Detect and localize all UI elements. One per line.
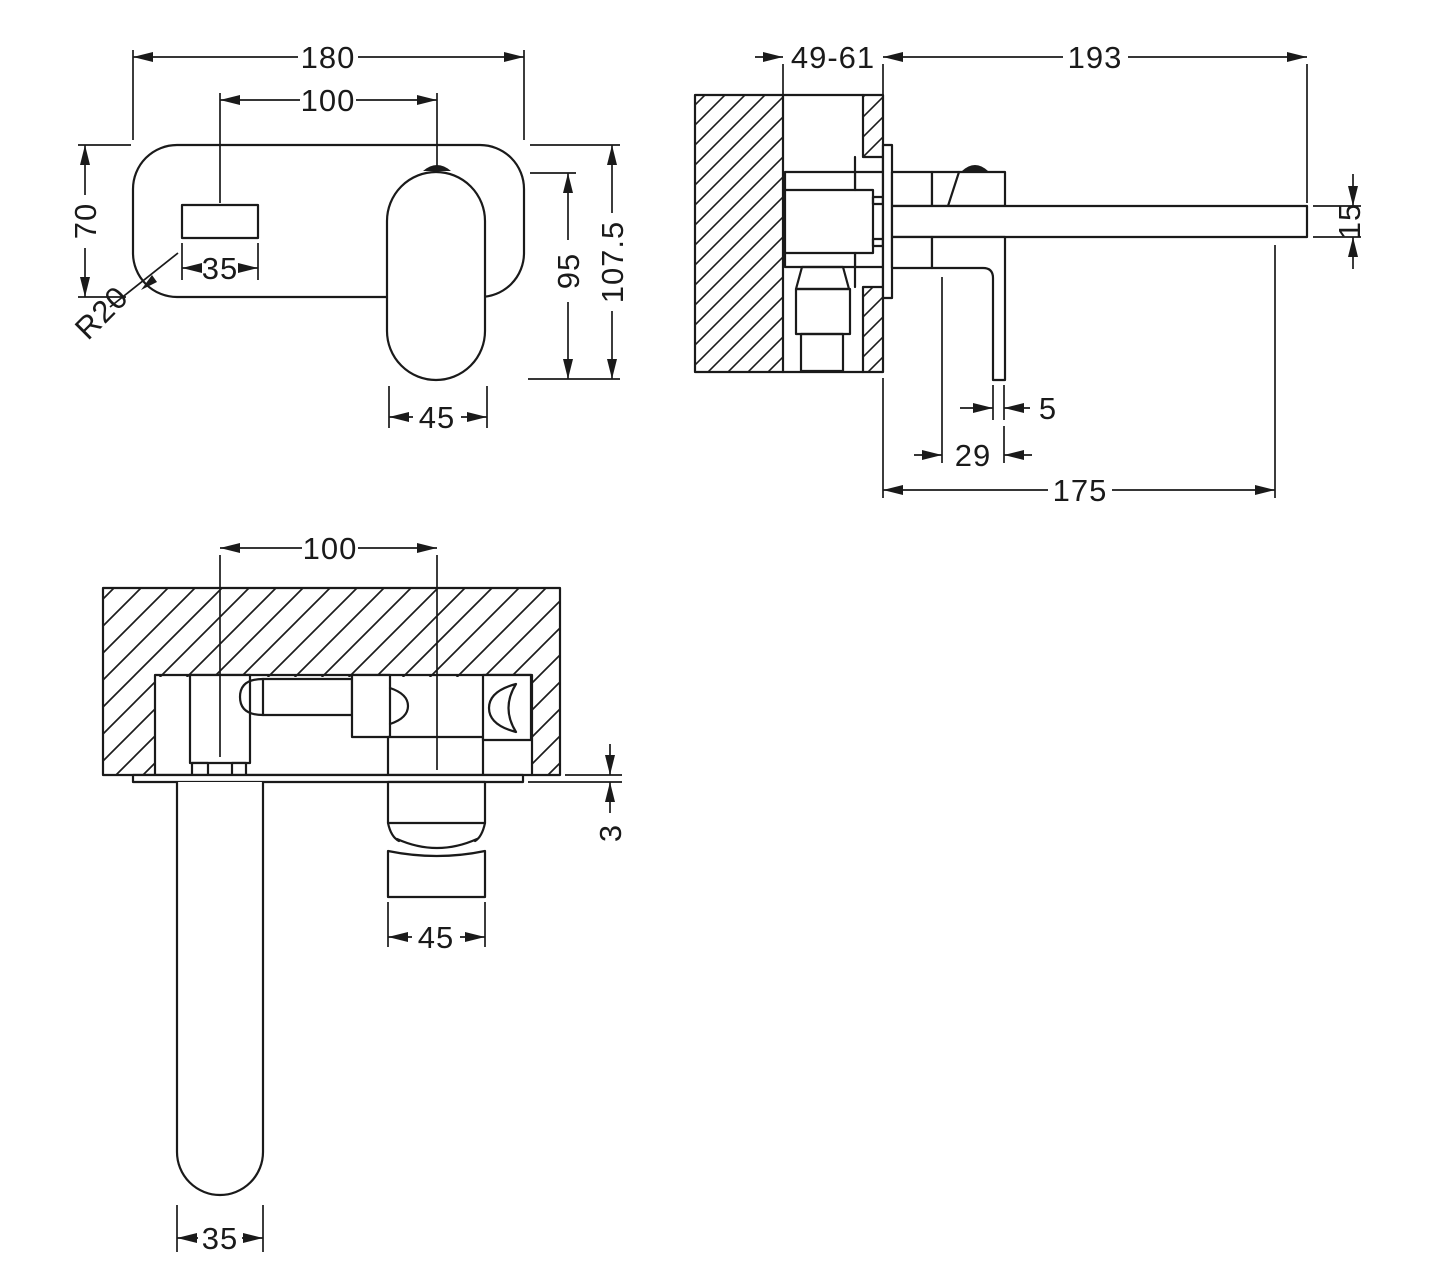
dim-label-side-spout-thickness: 15 bbox=[1332, 203, 1367, 239]
dim-label-side-spout-length: 193 bbox=[1068, 40, 1123, 75]
plan-handle-base bbox=[386, 735, 485, 777]
plan-elbow bbox=[238, 677, 265, 717]
dim-label-side-recess-depth: 49-61 bbox=[791, 40, 875, 75]
dim-label-side-lever-offset: 29 bbox=[955, 438, 991, 473]
dim-label-front-total-height: 107.5 bbox=[595, 221, 630, 304]
handle-face-line bbox=[946, 170, 961, 208]
plan-view: 100 3 45 35 bbox=[101, 531, 628, 1256]
dim-label-front-radius: R20 bbox=[68, 279, 135, 346]
dim-label-front-width: 180 bbox=[301, 40, 356, 75]
radius-leader bbox=[109, 252, 179, 308]
dim-label-front-center: 100 bbox=[301, 83, 356, 118]
wall-hatch-block bbox=[695, 95, 783, 372]
dim-label-plan-plate-thickness: 3 bbox=[593, 824, 628, 842]
dim-label-front-height: 70 bbox=[68, 203, 103, 239]
spout-hub-upper bbox=[890, 170, 934, 208]
plan-ball-joint-left bbox=[487, 682, 518, 734]
plan-spout bbox=[175, 782, 265, 1197]
plan-link-pipe bbox=[261, 677, 354, 717]
plan-fitting-foot bbox=[230, 761, 248, 777]
radius-arrowhead bbox=[141, 275, 157, 290]
plan-ball-joint-right bbox=[388, 686, 410, 726]
front-backplate bbox=[131, 143, 526, 299]
plan-trim-plate bbox=[131, 773, 525, 784]
trim-plate-side bbox=[881, 143, 894, 300]
handle-lever-side bbox=[930, 235, 1007, 382]
front-view: 180 100 70 35 R20 45 95 bbox=[68, 40, 630, 435]
wall-recess-front-edges bbox=[861, 93, 885, 374]
dim-label-front-handle-height: 95 bbox=[551, 253, 586, 289]
dim-label-plan-handle-width: 45 bbox=[418, 920, 454, 955]
plan-fitting-foot bbox=[190, 761, 210, 777]
supply-pipe-upper bbox=[794, 287, 852, 336]
wall-hatch-strip-top bbox=[863, 95, 883, 157]
dim-label-front-handle-width: 45 bbox=[419, 400, 455, 435]
plan-handle-grip bbox=[386, 849, 487, 899]
spout-side bbox=[890, 204, 1309, 239]
supply-pipe-lower bbox=[799, 332, 845, 373]
plan-handle-neck bbox=[386, 780, 487, 825]
front-handle bbox=[385, 170, 487, 382]
side-view: 49-61 193 15 5 29 175 bbox=[693, 40, 1367, 508]
spout-hub-lower bbox=[890, 235, 934, 270]
front-spout-outlet bbox=[180, 203, 260, 240]
dim-label-side-lever-thickness: 5 bbox=[1039, 391, 1057, 426]
dim-label-side-projection: 175 bbox=[1053, 473, 1108, 508]
dim-label-plan-center: 100 bbox=[303, 531, 358, 566]
side-handle-dome bbox=[962, 165, 988, 171]
plan-cartridge bbox=[350, 673, 392, 739]
wall-hatch-strip-bottom bbox=[863, 287, 883, 372]
dim-label-plan-spout-width: 35 bbox=[202, 1221, 238, 1256]
handle-escutcheon-top bbox=[930, 170, 1007, 208]
plan-handle-waist bbox=[386, 821, 487, 850]
dim-label-front-spout-width: 35 bbox=[202, 251, 238, 286]
supply-funnel bbox=[794, 265, 851, 291]
